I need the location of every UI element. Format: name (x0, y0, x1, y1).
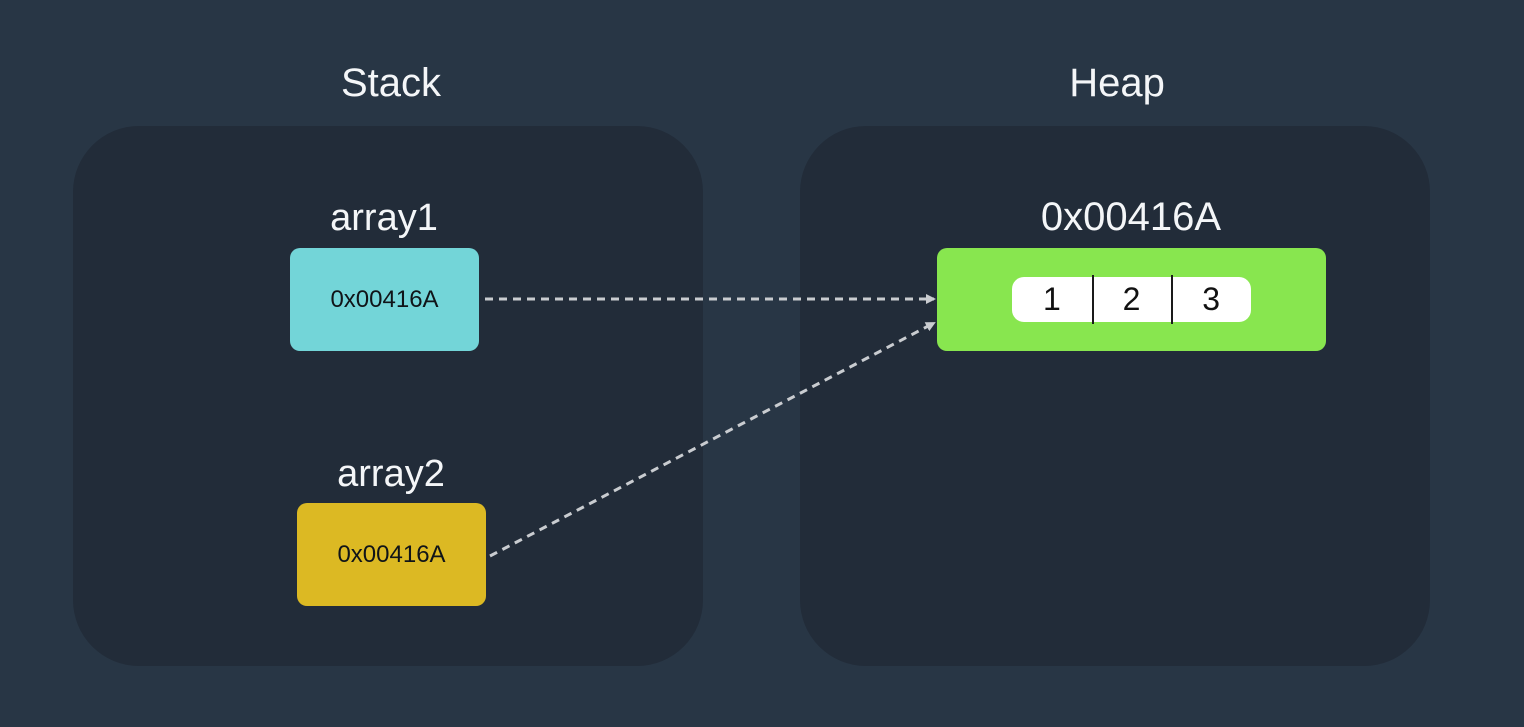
array-cell: 3 (1171, 275, 1251, 324)
array1-value-box: 0x00416A (290, 248, 479, 351)
heap-object-address: 0x00416A (1040, 195, 1222, 239)
heap-title: Heap (1069, 61, 1165, 105)
array-cell: 2 (1091, 275, 1172, 324)
array2-value-box: 0x00416A (297, 503, 486, 606)
array-cells: 1 2 3 (1012, 275, 1251, 324)
heap-array-object: 1 2 3 (937, 248, 1326, 351)
stack-title: Stack (340, 61, 442, 105)
array-cell: 1 (1042, 281, 1061, 317)
array2-label: array2 (337, 453, 445, 495)
array1-label: array1 (330, 197, 438, 239)
